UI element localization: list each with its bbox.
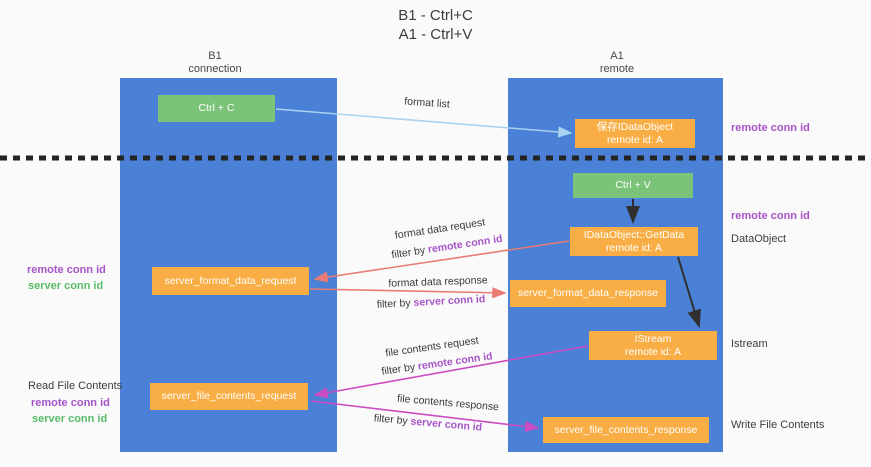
- annotation-read-file-contents: Read File Contents: [28, 380, 123, 392]
- box-istream: IStream remote id: A: [589, 331, 717, 360]
- box-save-dataobject-line2: remote id: A: [606, 133, 664, 146]
- annotation-remote-conn-id-top: remote conn id: [731, 122, 810, 134]
- arrow-format-data-response: [309, 287, 507, 299]
- box-server-format-data-request: server_format_data_request: [152, 267, 309, 295]
- annotation-write-file-contents: Write File Contents: [731, 419, 825, 431]
- box-idataobject-getdata-line1: IDataObject::GetData: [583, 229, 685, 241]
- label-file-contents-response: file contents response: [396, 392, 500, 414]
- label-file-contents-response-filter: filter by server conn id: [373, 412, 482, 433]
- diagram-title-line1: B1 - Ctrl+C: [398, 7, 473, 24]
- annotation-istream: Istream: [731, 338, 768, 350]
- box-ctrl-v: Ctrl + V: [573, 173, 693, 198]
- lane-b1-title: B1: [208, 50, 222, 62]
- box-server-format-data-request-label: server_format_data_request: [164, 274, 297, 287]
- box-save-dataobject-line1: 保存IDataObject: [596, 121, 674, 133]
- box-server-file-contents-response-label: server_file_contents_response: [554, 423, 698, 436]
- box-istream-line1: IStream: [634, 333, 672, 345]
- label-format-data-response: format data response: [388, 274, 488, 290]
- box-server-file-contents-response: server_file_contents_response: [543, 417, 709, 443]
- annotation-left-server-conn-id-1: server conn id: [28, 280, 104, 292]
- diagram-title: B1 - Ctrl+C A1 - Ctrl+V: [0, 6, 871, 44]
- box-ctrl-v-label: Ctrl + V: [615, 179, 651, 192]
- box-idataobject-getdata-line2: remote id: A: [605, 241, 663, 254]
- lane-header-a1: A1 remote: [547, 50, 687, 76]
- label-format-data-response-filter: filter by server conn id: [376, 293, 485, 311]
- annotation-left-server-conn-id-2: server conn id: [32, 413, 108, 425]
- annotation-dataobject: DataObject: [731, 233, 787, 245]
- annotation-left-remote-conn-id-1: remote conn id: [27, 264, 106, 276]
- lane-b1-subtitle: connection: [188, 63, 242, 75]
- lane-a1-title: A1: [610, 50, 624, 62]
- label-format-data-response-filter-key: server conn id: [413, 293, 486, 309]
- box-ctrl-c-label: Ctrl + C: [198, 102, 235, 115]
- label-format-data-request-filter-prefix: filter by: [390, 243, 429, 262]
- box-server-format-data-response-label: server_format_data_response: [517, 287, 659, 300]
- box-server-file-contents-request-label: server_file_contents_request: [161, 390, 297, 403]
- box-istream-line2: remote id: A: [624, 345, 682, 358]
- box-save-dataobject: 保存IDataObject remote id: A: [575, 119, 695, 148]
- label-file-contents-request-filter-prefix: filter by: [380, 360, 419, 378]
- lane-header-b1: B1 connection: [145, 50, 285, 76]
- box-server-format-data-response: server_format_data_response: [510, 280, 666, 307]
- annotation-left-remote-conn-id-2: remote conn id: [31, 397, 110, 409]
- diagram-title-line2: A1 - Ctrl+V: [398, 26, 473, 43]
- lane-a1-subtitle: remote: [599, 63, 635, 75]
- label-format-list: format list: [403, 95, 451, 111]
- label-file-contents-request-filter-key: remote conn id: [417, 350, 494, 373]
- label-format-data-response-filter-prefix: filter by: [376, 296, 414, 311]
- label-file-contents-response-filter-key: server conn id: [410, 415, 483, 434]
- box-ctrl-c: Ctrl + C: [158, 95, 275, 122]
- box-server-file-contents-request: server_file_contents_request: [150, 383, 308, 410]
- label-file-contents-response-filter-prefix: filter by: [373, 412, 412, 428]
- annotation-remote-conn-id-mid: remote conn id: [731, 210, 810, 222]
- box-idataobject-getdata: IDataObject::GetData remote id: A: [570, 227, 698, 256]
- label-format-data-request-filter-key: remote conn id: [427, 232, 504, 256]
